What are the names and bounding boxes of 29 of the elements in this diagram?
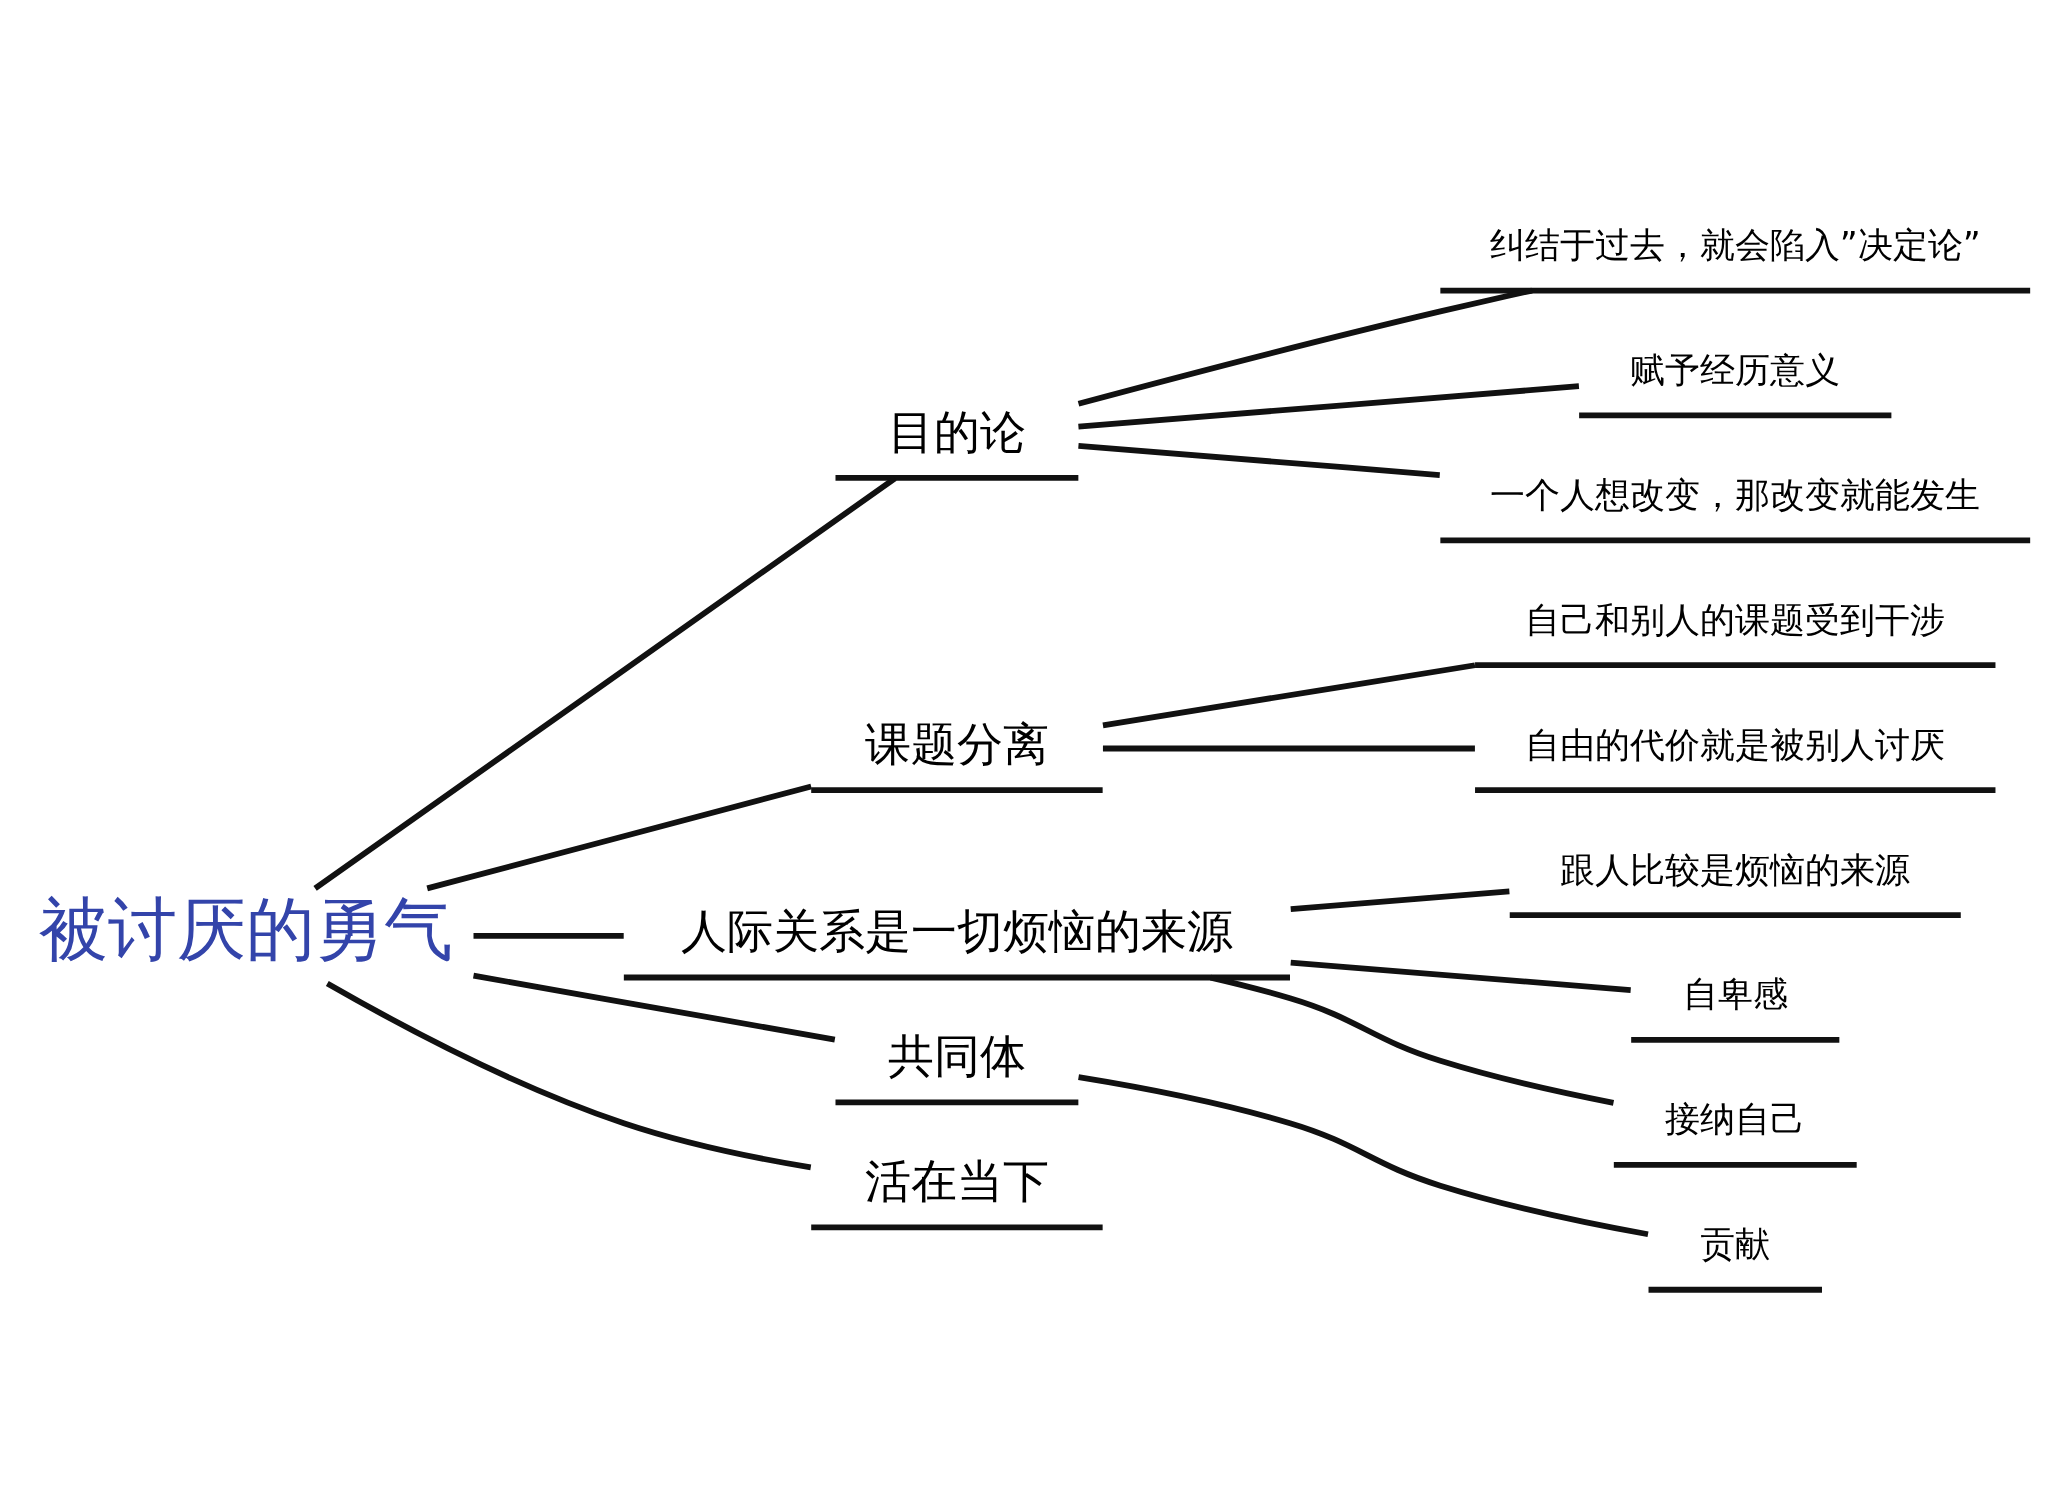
node-text: 人际关系是一切烦恼的来源 xyxy=(680,903,1233,958)
node-text: 一个人想改变，那改变就能发生 xyxy=(1490,474,1981,515)
node-text: 被讨厌的勇气 xyxy=(38,888,453,969)
connector xyxy=(1290,959,1631,993)
node-text: 自卑感 xyxy=(1682,973,1788,1014)
connector xyxy=(1102,745,1475,751)
node-text: 贡献 xyxy=(1700,1223,1771,1264)
connector xyxy=(473,932,624,939)
connector xyxy=(1078,442,1440,478)
connector xyxy=(473,972,836,1042)
node-text: 自己和别人的课题受到干涉 xyxy=(1525,599,1946,640)
connector xyxy=(325,980,812,1170)
node-text: 目的论 xyxy=(887,404,1026,459)
connector xyxy=(1078,1073,1649,1237)
connector xyxy=(1077,287,1533,406)
connector xyxy=(1210,974,1615,1106)
node-text: 纠结于过去，就会陷入”决定论” xyxy=(1489,224,1981,265)
connector xyxy=(313,475,897,891)
node-text: 共同体 xyxy=(887,1028,1026,1083)
connector xyxy=(1102,661,1476,728)
node-text: 课题分离 xyxy=(864,716,1049,771)
node-text: 跟人比较是烦恼的来源 xyxy=(1560,849,1911,889)
node-text: 自由的代价就是被别人讨厌 xyxy=(1525,724,1946,765)
node-text: 赋予经历意义 xyxy=(1630,349,1841,390)
connector xyxy=(426,783,812,891)
connector xyxy=(1290,888,1510,912)
connector xyxy=(1078,382,1580,429)
node-text: 接纳自己 xyxy=(1665,1098,1806,1139)
node-text: 活在当下 xyxy=(864,1153,1049,1208)
